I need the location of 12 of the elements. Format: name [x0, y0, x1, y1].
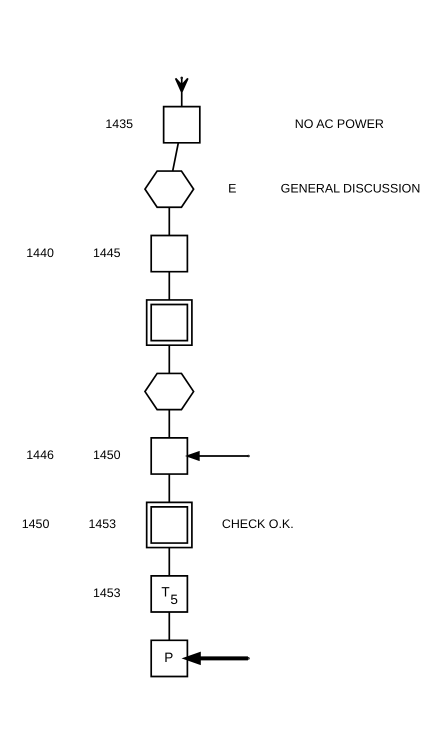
node-label: 1450 [22, 517, 50, 532]
node-label: 1445 [92, 246, 121, 260]
node-label: 1446 [26, 448, 54, 462]
node-label: 1440 [26, 246, 54, 260]
node-label: E [228, 181, 236, 196]
label: GENERAL DISCUSSION [280, 181, 420, 196]
node-label: 1450 [92, 448, 121, 462]
node-label: 1453 [88, 517, 116, 532]
node-label: 1453 [92, 586, 121, 600]
node-label: 1435 [105, 116, 134, 131]
label: NO AC POWER [294, 116, 384, 131]
node-label: CHECK O.K. [222, 517, 294, 532]
